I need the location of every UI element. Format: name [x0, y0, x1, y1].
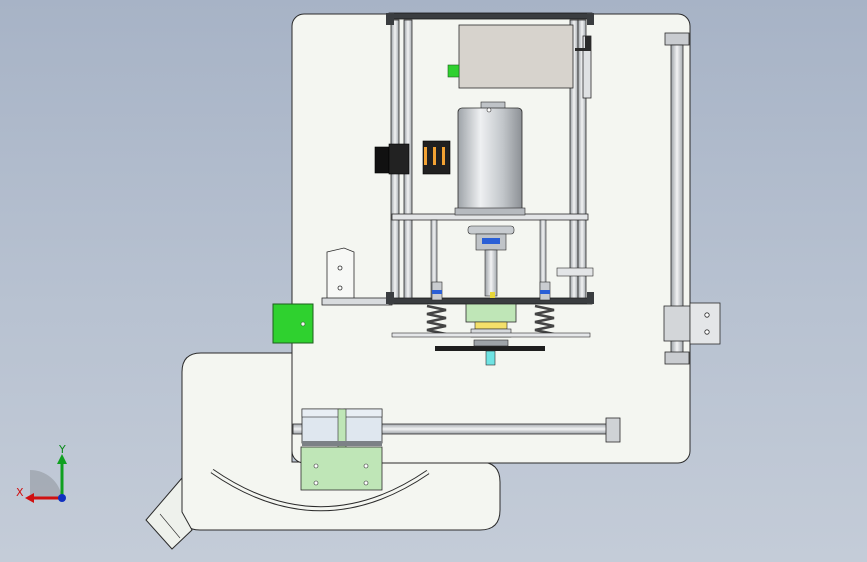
sliding-clamp: [300, 408, 383, 491]
right-guide-rod: [663, 32, 721, 365]
upper-disc: [391, 332, 591, 338]
right-frame-clip: [556, 267, 594, 277]
axis-y-label: Y: [59, 443, 66, 456]
control-box: [447, 24, 592, 99]
disc-hub: [473, 339, 509, 347]
camera-module: [374, 140, 451, 175]
left-spring: [426, 281, 447, 336]
axis-triad: [25, 454, 67, 503]
right-spring: [534, 281, 555, 336]
spindle-head: [465, 303, 517, 338]
cutting-disc: [435, 346, 545, 351]
axis-x-label: X: [16, 486, 24, 499]
horizontal-guide-rod: [292, 417, 621, 443]
lower-shaft-tip: [485, 350, 496, 366]
axis-z-origin: [58, 494, 66, 502]
lower-base-plate: [145, 352, 501, 550]
green-sensor-block: [272, 303, 314, 344]
shaft-coupling: [467, 225, 515, 298]
drive-motor: [454, 101, 526, 216]
